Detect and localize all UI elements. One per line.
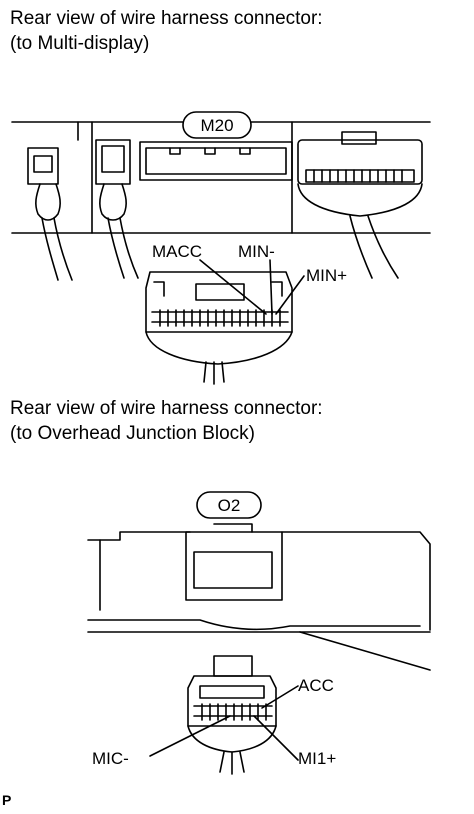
caption-overhead-junction-block: Rear view of wire harness connector: (to… <box>10 396 323 446</box>
small-connector-left <box>27 147 73 281</box>
leader-line-min-plus <box>275 275 305 315</box>
pin-label-acc: ACC <box>298 676 334 695</box>
large-connector-right <box>297 131 423 279</box>
leader-line-macc <box>199 259 267 315</box>
leader-line-mi1-plus <box>253 715 299 761</box>
junction-block-housing <box>87 531 431 671</box>
pin-label-min-minus: MIN- <box>238 242 275 261</box>
leader-line-min-minus <box>269 259 273 315</box>
pin-callouts: ACC MIC- MI1+ <box>92 676 336 768</box>
caption-line-2: (to Multi-display) <box>10 33 150 54</box>
pin-label-macc: MACC <box>152 242 202 261</box>
caption-line-1: Rear view of wire harness connector: <box>10 8 323 29</box>
m20-receptacle <box>139 141 293 181</box>
caption-line-2: (to Overhead Junction Block) <box>10 423 256 444</box>
leader-line-mic-minus <box>149 715 231 757</box>
small-connector-center <box>95 139 139 279</box>
connector-id-m20: M20 <box>182 111 252 139</box>
figure-code: P <box>2 792 12 808</box>
connector-id-o2: O2 <box>196 491 262 519</box>
overhead-junction-plug <box>187 655 277 775</box>
leader-line-acc <box>261 685 299 709</box>
caption-multi-display: Rear view of wire harness connector: (to… <box>10 6 323 56</box>
pin-label-min-plus: MIN+ <box>306 266 347 285</box>
multi-display-plug <box>145 271 293 385</box>
o2-receptacle <box>185 523 283 601</box>
multi-display-connector-figure: M20 MACC MIN- MIN <box>0 100 474 395</box>
pin-label-mi1-plus: MI1+ <box>298 749 336 768</box>
connector-id-label: M20 <box>200 116 233 135</box>
connector-id-label: O2 <box>218 496 241 515</box>
overhead-junction-connector-figure: O2 ACC MIC- MI1+ <box>0 480 474 790</box>
pin-callouts: MACC MIN- MIN+ <box>152 242 347 315</box>
caption-line-1: Rear view of wire harness connector: <box>10 398 323 419</box>
pin-label-mic-minus: MIC- <box>92 749 129 768</box>
